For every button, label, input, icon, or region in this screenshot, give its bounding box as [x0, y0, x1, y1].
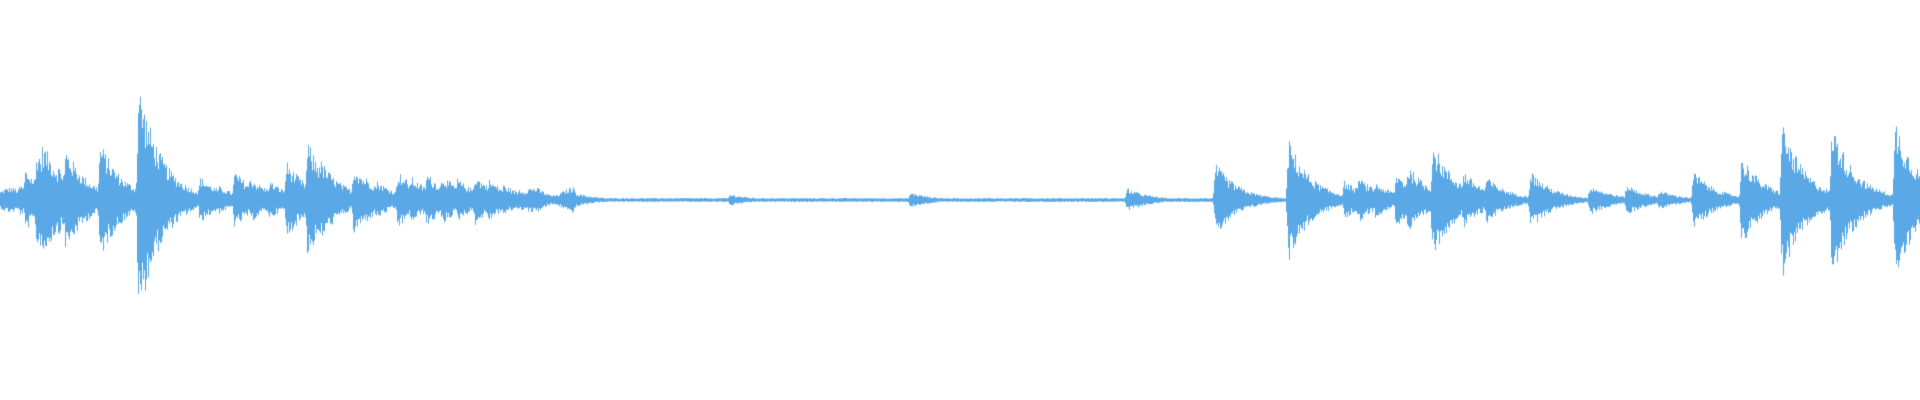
- audio-waveform: [0, 0, 1920, 400]
